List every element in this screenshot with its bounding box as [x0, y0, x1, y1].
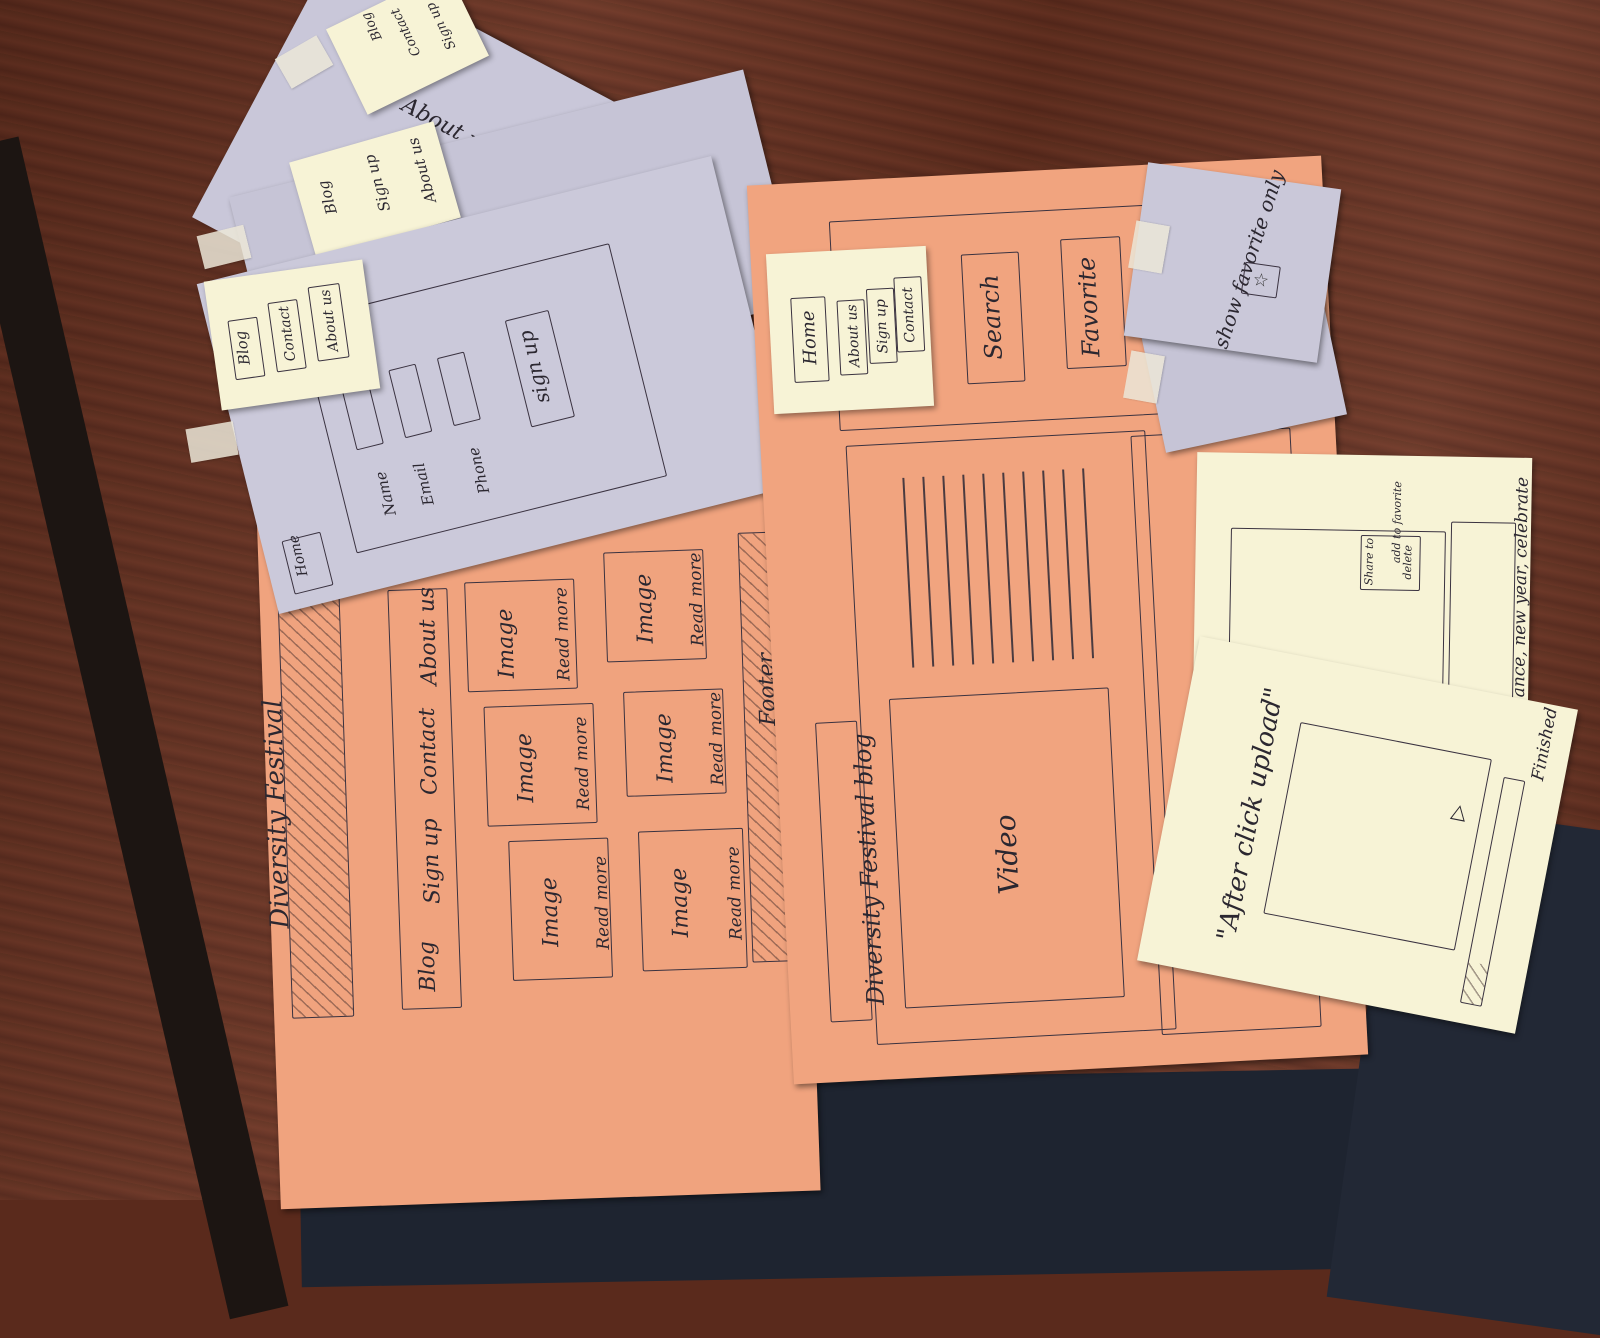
nav-about[interactable]: About us — [414, 586, 443, 686]
card-2-read-more[interactable]: Read more — [570, 716, 595, 811]
top-menu-contact[interactable]: Contact — [388, 5, 425, 59]
card-4-image: Image — [666, 867, 695, 938]
signup-sheet-menu-note: Blog Contact About us — [203, 259, 381, 411]
search-label: Search — [975, 273, 1008, 361]
middle-menu-about[interactable]: About us — [404, 135, 440, 206]
card-5-read-more[interactable]: Read more — [705, 691, 729, 786]
card-3-read-more[interactable]: Read more — [551, 586, 575, 682]
star-icon[interactable]: ☆ — [1240, 261, 1281, 299]
middle-menu-signup[interactable]: Sign up — [360, 152, 395, 214]
menu-signup[interactable]: Sign up — [872, 298, 892, 354]
card-2-image: Image — [511, 732, 540, 804]
nav-contact[interactable]: Contact — [414, 707, 443, 796]
card-1-image: Image — [536, 876, 565, 948]
card-6-read-more[interactable]: Read more — [685, 552, 709, 647]
top-menu-blog[interactable]: Blog — [358, 9, 386, 44]
video-label: Video — [988, 813, 1026, 896]
delete-action[interactable]: delete — [1400, 544, 1415, 580]
blog-menu-note: Home About us Sign up Contact — [765, 245, 935, 415]
text-lines — [902, 467, 1112, 677]
menu-aboutus[interactable]: About us — [844, 304, 864, 368]
favorite-popup-text: show favorite only — [1208, 166, 1289, 352]
card-3-image: Image — [492, 608, 520, 679]
progress-fill — [1461, 961, 1489, 1006]
tags-box — [1447, 521, 1517, 713]
favorite-label: Favorite — [1072, 256, 1106, 358]
card-6-image: Image — [631, 573, 659, 644]
share-to-action[interactable]: Share to — [1362, 537, 1377, 586]
menu-contact2[interactable]: Contact — [899, 286, 919, 344]
card-1-read-more[interactable]: Read more — [590, 855, 614, 951]
card-5-image: Image — [651, 712, 679, 784]
card-4-read-more[interactable]: Read more — [723, 845, 747, 941]
menu-home[interactable]: Home — [797, 309, 822, 366]
top-menu-signup[interactable]: Sign up — [423, 0, 460, 52]
middle-menu-blog[interactable]: Blog — [314, 178, 341, 217]
nav-blog[interactable]: Blog — [414, 940, 442, 993]
upload-preview-frame — [1263, 722, 1492, 951]
finished-label: Finished — [1528, 705, 1562, 783]
nav-signup[interactable]: Sign up — [417, 818, 446, 905]
